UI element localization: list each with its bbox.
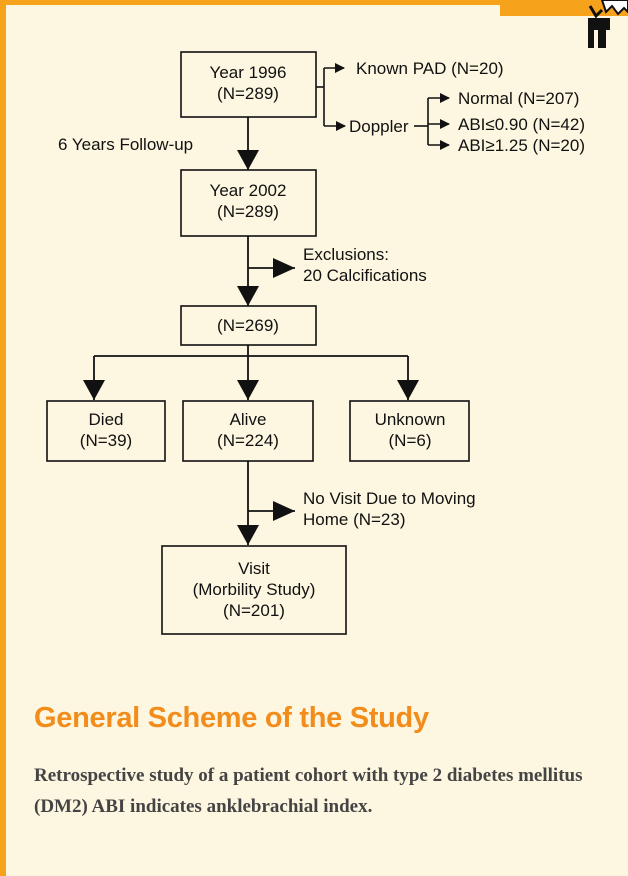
node-year-1996-label: Year 1996: [210, 63, 287, 82]
node-died-label: Died: [89, 410, 124, 429]
caption-body: Retrospective study of a patient cohort …: [34, 765, 583, 817]
label-abi-high: ABI≥1.25 (N=20): [458, 136, 585, 155]
label-no-visit-line1: No Visit Due to Moving: [303, 489, 476, 508]
node-unknown-label: Unknown: [375, 410, 446, 429]
split-outcomes: [83, 345, 419, 400]
label-exclusions-heading: Exclusions:: [303, 245, 389, 264]
node-died-count: (N=39): [80, 431, 132, 450]
node-year-2002-label: Year 2002: [210, 181, 287, 200]
node-unknown-count: (N=6): [389, 431, 432, 450]
node-n-269-count: (N=269): [217, 316, 279, 335]
label-known-pad: Known PAD (N=20): [356, 59, 504, 78]
node-unknown: Unknown (N=6): [349, 400, 470, 462]
person-icon: [588, 0, 628, 48]
node-visit-study: (Morbility Study): [193, 580, 316, 599]
node-died: Died (N=39): [46, 400, 166, 462]
node-year-2002: Year 2002 (N=289): [180, 169, 317, 237]
panel-left-border: [0, 0, 6, 876]
caption-title: General Scheme of the Study: [34, 702, 429, 734]
label-doppler: Doppler: [349, 117, 409, 136]
branch-doppler: [414, 93, 450, 150]
node-year-2002-count: (N=289): [217, 202, 279, 221]
branch-1996-right: [316, 63, 346, 131]
flowchart: Year 1996 (N=289) Known PAD (N=20) Doppl…: [46, 51, 585, 635]
node-year-1996: Year 1996 (N=289): [180, 51, 317, 118]
label-normal: Normal (N=207): [458, 89, 579, 108]
corner-tab: [500, 0, 628, 16]
node-alive-count: (N=224): [217, 431, 279, 450]
label-exclusions-detail: 20 Calcifications: [303, 266, 427, 285]
node-visit-label: Visit: [238, 559, 270, 578]
node-visit: Visit (Morbility Study) (N=201): [161, 545, 347, 635]
node-alive-label: Alive: [230, 410, 267, 429]
label-follow-up: 6 Years Follow-up: [58, 135, 193, 154]
node-alive: Alive (N=224): [182, 400, 314, 462]
node-visit-count: (N=201): [223, 601, 285, 620]
label-abi-low: ABI≤0.90 (N=42): [458, 115, 585, 134]
panel-top-border: [0, 0, 628, 5]
node-year-1996-count: (N=289): [217, 84, 279, 103]
label-no-visit-line2: Home (N=23): [303, 510, 406, 529]
node-n-269: (N=269): [180, 305, 317, 346]
